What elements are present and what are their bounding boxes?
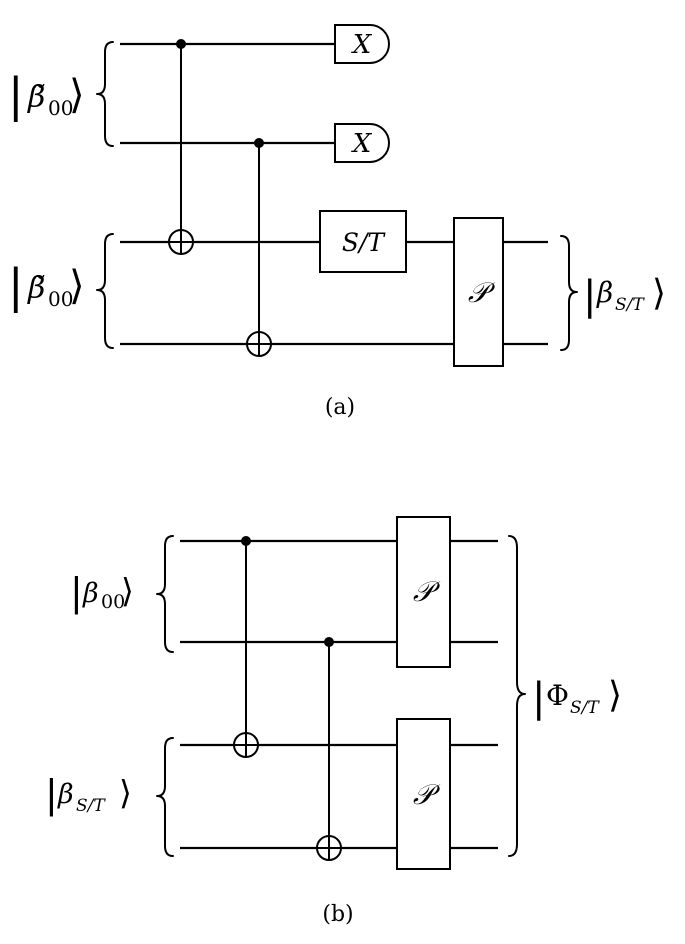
control-dot xyxy=(254,138,264,148)
svg-text:|: | xyxy=(583,273,596,319)
output-ket-a: | β S/T ⟩ xyxy=(583,273,666,319)
cnot-2-b xyxy=(316,637,342,861)
brace-right-a xyxy=(560,235,578,351)
svg-text:⟩: ⟩ xyxy=(69,72,85,118)
panel-b: | β 00 ⟩ | β S/T ⟩ xyxy=(45,516,622,927)
cnot-2-a xyxy=(246,138,272,357)
brace-left-top-a xyxy=(96,41,114,147)
svg-text:|: | xyxy=(8,259,24,314)
measure-x-1: X xyxy=(334,24,390,64)
brace-left-top-b xyxy=(156,535,174,653)
gate-p-top-b: 𝒫 xyxy=(396,516,451,668)
svg-text:⟩: ⟩ xyxy=(608,675,622,716)
svg-text:|: | xyxy=(8,68,24,123)
brace-left-bottom-b xyxy=(156,737,174,857)
ket-symbol: β xyxy=(82,578,99,609)
ket-symbol: β̃ xyxy=(27,271,45,306)
control-dot xyxy=(241,536,251,546)
ket-subscript: 00 xyxy=(48,96,73,120)
ket-symbol: β xyxy=(596,276,613,309)
ket-subscript: S/T xyxy=(76,796,106,816)
svg-text:⟩: ⟩ xyxy=(652,273,666,314)
control-dot xyxy=(324,637,334,647)
input-ket-top-a: | β̃ 00 ⟩ xyxy=(8,68,85,123)
ket-subscript: S/T xyxy=(570,698,600,718)
control-dot xyxy=(176,39,186,49)
svg-text:|: | xyxy=(532,675,545,721)
svg-text:⟩: ⟩ xyxy=(69,263,85,309)
svg-text:⟩: ⟩ xyxy=(121,571,134,610)
gate-p-bottom-b: 𝒫 xyxy=(396,718,451,870)
gate-label: S/T xyxy=(342,228,387,257)
ket-symbol: β̃ xyxy=(27,80,45,115)
ket-symbol: β xyxy=(57,779,74,810)
cnot-1-a xyxy=(168,39,194,255)
gate-p-a: 𝒫 xyxy=(453,217,504,367)
svg-text:|: | xyxy=(45,772,58,817)
panel-a: | β̃ 00 ⟩ | β̃ 00 ⟩ xyxy=(8,24,666,420)
ket-subscript: S/T xyxy=(615,295,645,315)
caption-a: (a) xyxy=(325,395,355,420)
output-ket-b: | Φ S/T ⟩ xyxy=(532,675,622,721)
input-ket-bottom-a: | β̃ 00 ⟩ xyxy=(8,259,85,314)
ket-subscript: 00 xyxy=(48,287,73,311)
measure-label: X xyxy=(351,30,373,60)
gate-st: S/T xyxy=(319,210,407,273)
ket-symbol: Φ xyxy=(546,679,569,712)
caption-b: (b) xyxy=(322,902,353,927)
brace-right-b xyxy=(508,535,526,857)
input-ket-top-b: | β 00 ⟩ xyxy=(70,570,134,615)
measure-label: X xyxy=(351,129,373,159)
cnot-1-b xyxy=(233,536,259,758)
svg-text:⟩: ⟩ xyxy=(119,773,132,812)
brace-left-bottom-a xyxy=(96,233,114,349)
measure-x-2: X xyxy=(334,123,390,163)
ket-subscript: 00 xyxy=(101,591,125,613)
input-ket-bottom-b: | β S/T ⟩ xyxy=(45,772,132,817)
svg-text:|: | xyxy=(70,570,83,615)
